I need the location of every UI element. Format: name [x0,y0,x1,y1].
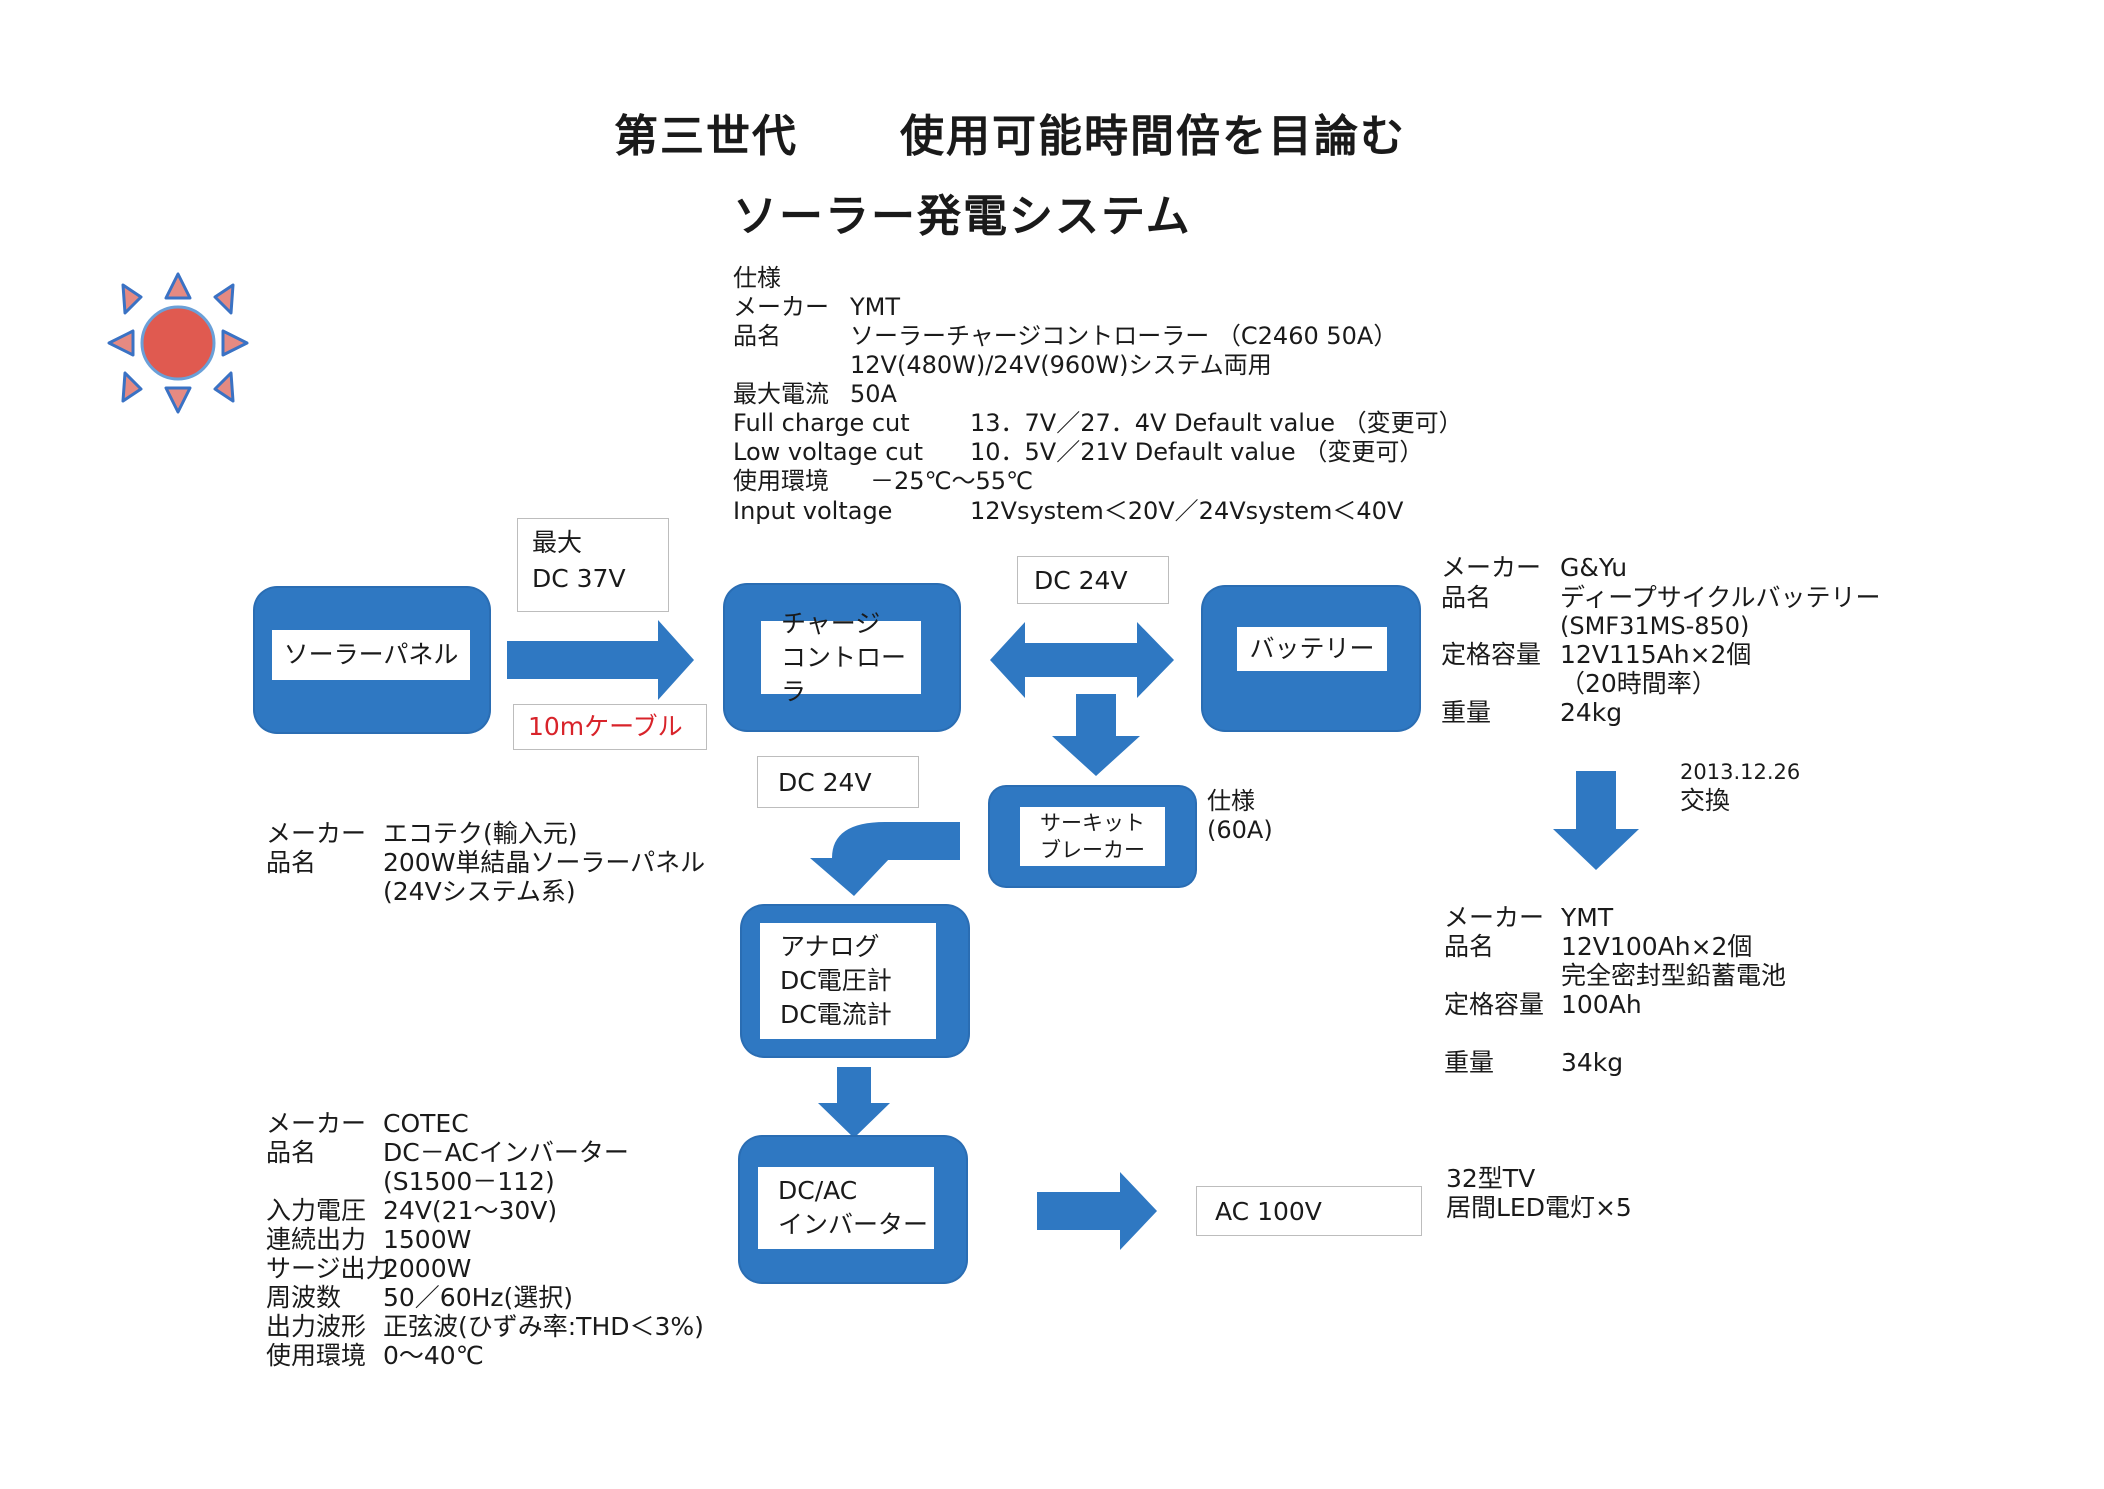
load-tv: 32型TV [1446,1164,1536,1193]
spec-label: 使用環境 [733,467,829,495]
title-generation: 第三世代 [614,111,798,162]
spec-value: 200W単結晶ソーラーパネル [383,848,706,877]
spec-value: 13．7V／27．4V Default value （変更可） [970,409,1463,437]
spec-label: 周波数 [266,1283,342,1312]
arrow-inverter-to-ac [1037,1172,1157,1250]
meter-line2: DC電圧計 [780,966,892,995]
max-voltage-value: DC 37V [532,564,626,593]
meter-line1: アナログ [780,932,880,961]
spec-label: 連続出力 [266,1225,367,1254]
spec-label: 重量 [1444,1048,1495,1077]
arrow-meter-to-inverter [818,1067,890,1138]
spec-value: 50A [850,380,897,408]
spec-value: 10．5V／21V Default value （変更可） [970,438,1424,466]
circuit-breaker-block: サーキット ブレーカー [990,787,1195,886]
meter-block: アナログ DC電圧計 DC電流計 [742,906,968,1056]
spec-label: メーカー [1441,553,1542,582]
spec-label: 使用環境 [266,1341,367,1370]
spec-value: 12V115Ah×2個 [1560,640,1752,669]
spec-value: 12Vsystem＜20V／24Vsystem＜40V [970,497,1404,525]
spec-value: ソーラーチャージコントローラー （C2460 50A） [850,322,1398,350]
spec-label: メーカー [266,1109,367,1138]
spec-label: Full charge cut [733,409,910,437]
spec-value: YMT [850,293,901,321]
spec-value: (24Vシステム系) [383,877,576,906]
cable-label: 10mケーブル [513,704,707,750]
spec-value: 100Ah [1561,990,1642,1019]
spec-label: 最大電流 [733,380,829,408]
spec-label: 定格容量 [1444,990,1545,1019]
breaker-line1: サーキット [1040,810,1145,835]
spec-value: （20時間率） [1560,669,1717,698]
spec-label: メーカー [733,293,829,321]
spec-value: 24V(21～30V) [383,1196,558,1225]
spec-label: 品名 [1441,583,1492,612]
spec-value: G&Yu [1560,553,1628,582]
spec-value: 34kg [1561,1048,1624,1077]
exchange-date: 2013.12.26 [1680,760,1801,784]
spec-value: (S1500－112) [383,1167,555,1196]
spec-value: COTEC [383,1109,469,1138]
spec-value: 正弦波(ひずみ率:THD＜3%) [383,1312,704,1341]
battery-block: バッテリー [1203,587,1419,730]
spec-label: サージ出力 [266,1254,391,1283]
spec-value: 完全密封型鉛蓄電池 [1561,961,1787,990]
load-led: 居間LED電灯×5 [1446,1193,1632,1222]
spec-value: (SMF31MS-850) [1560,612,1750,640]
spec-label: メーカー [266,819,367,848]
inverter-line1: DC/AC [778,1176,858,1205]
spec-value: YMT [1561,903,1614,932]
charge-controller-block: チャージ コントローラ [725,585,959,730]
max-voltage-box: 最大 DC 37V [517,518,669,612]
spec-label: Low voltage cut [733,438,924,466]
spec-label: 出力波形 [266,1312,367,1341]
exchange-text: 交換 [1680,786,1731,815]
spec-label: 品名 [266,1138,317,1167]
spec-value: 12V(480W)/24V(960W)システム両用 [850,351,1272,379]
battery-label: バッテリー [1237,627,1387,671]
controller-line1: チャージ [781,608,881,638]
spec-label: 定格容量 [1441,640,1542,669]
spec-value: 1500W [383,1225,472,1254]
controller-line2: コントローラ [781,642,907,706]
solar-panel-block: ソーラーパネル [255,588,489,732]
spec-label: 入力電圧 [266,1196,367,1225]
solar-panel-label: ソーラーパネル [272,630,470,680]
breaker-line2: ブレーカー [1040,837,1145,862]
spec-value: －25℃～55℃ [870,467,1033,495]
spec-value: 50／60Hz(選択) [383,1283,574,1312]
spec-value: 12V100Ah×2個 [1561,932,1753,961]
breaker-spec-heading: 仕様 [1207,787,1255,815]
sun-icon [107,272,249,414]
arrow-breaker-to-meter-body [810,822,960,896]
arrow-to-breaker [1052,694,1140,776]
arrow-battery-exchange [1553,771,1639,870]
spec-value: ディープサイクルバッテリー [1560,583,1881,612]
spec-label: 品名 [733,322,781,350]
meter-line3: DC電流計 [780,1000,892,1029]
spec-label: メーカー [1444,903,1545,932]
arrow-panel-to-controller [507,620,694,700]
spec-value: 2000W [383,1254,472,1283]
spec-value: 24kg [1560,698,1623,727]
inverter-line2: インバーター [778,1210,929,1239]
spec-value: 0～40℃ [383,1341,484,1370]
ac100-box: AC 100V [1196,1186,1422,1236]
spec-label: 重量 [1441,698,1492,727]
title-goal: 使用可能時間倍を目論む [900,111,1406,162]
title-system: ソーラー発電システム [733,191,1192,242]
arrow-controller-battery [990,622,1174,698]
max-voltage-label: 最大 [532,528,583,557]
breaker-spec-value: (60A) [1207,816,1273,844]
inverter-block: DC/AC インバーター [740,1137,966,1282]
dc24-top-box: DC 24V [1017,556,1169,604]
spec-value: DC－ACインバーター [383,1138,629,1167]
spec-value: エコテク(輸入元) [383,819,578,848]
spec-label: Input voltage [733,497,893,525]
dc24-mid-box: DC 24V [757,756,919,808]
spec-label: 品名 [1444,932,1495,961]
controller-spec-heading: 仕様 [733,264,781,292]
spec-label: 品名 [266,848,317,877]
